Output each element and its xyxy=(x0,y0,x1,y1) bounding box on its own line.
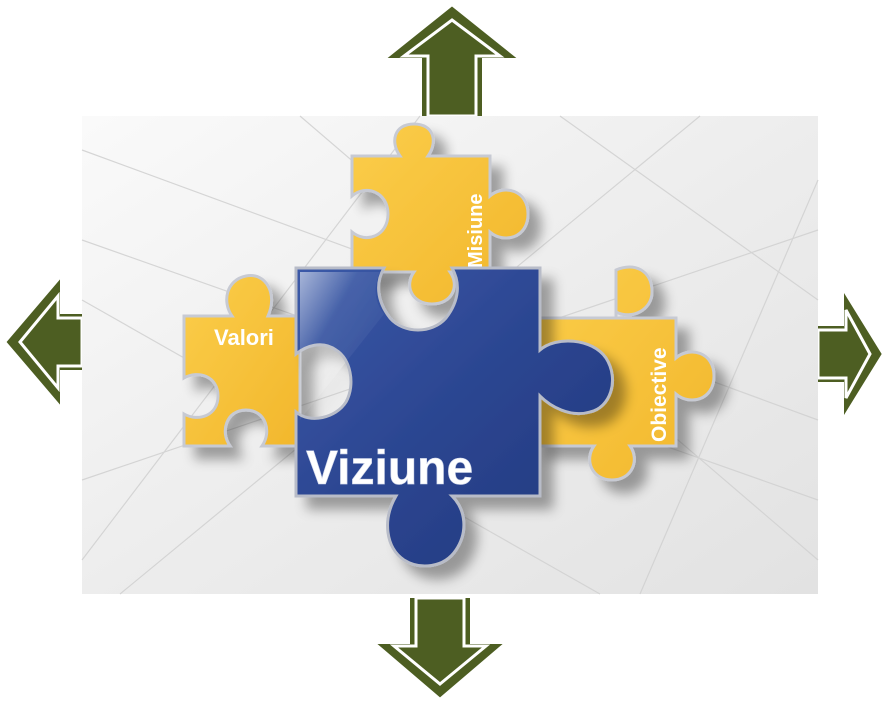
arrow-right xyxy=(814,278,884,430)
arrow-up xyxy=(376,1,528,120)
puzzle-piece-misiune: Misiune xyxy=(350,122,530,306)
puzzle-piece-obiective: Obiective xyxy=(534,265,716,482)
label-valori: Valori xyxy=(214,325,274,350)
puzzle-piece-valori: Valori xyxy=(182,274,302,448)
label-viziune: Viziune xyxy=(306,442,473,495)
arrow-left xyxy=(1,268,86,416)
arrow-down xyxy=(366,594,514,703)
puzzle-piece-viziune: Viziune xyxy=(294,266,615,568)
label-obiective: Obiective xyxy=(648,347,671,442)
label-misiune: Misiune xyxy=(465,194,487,268)
